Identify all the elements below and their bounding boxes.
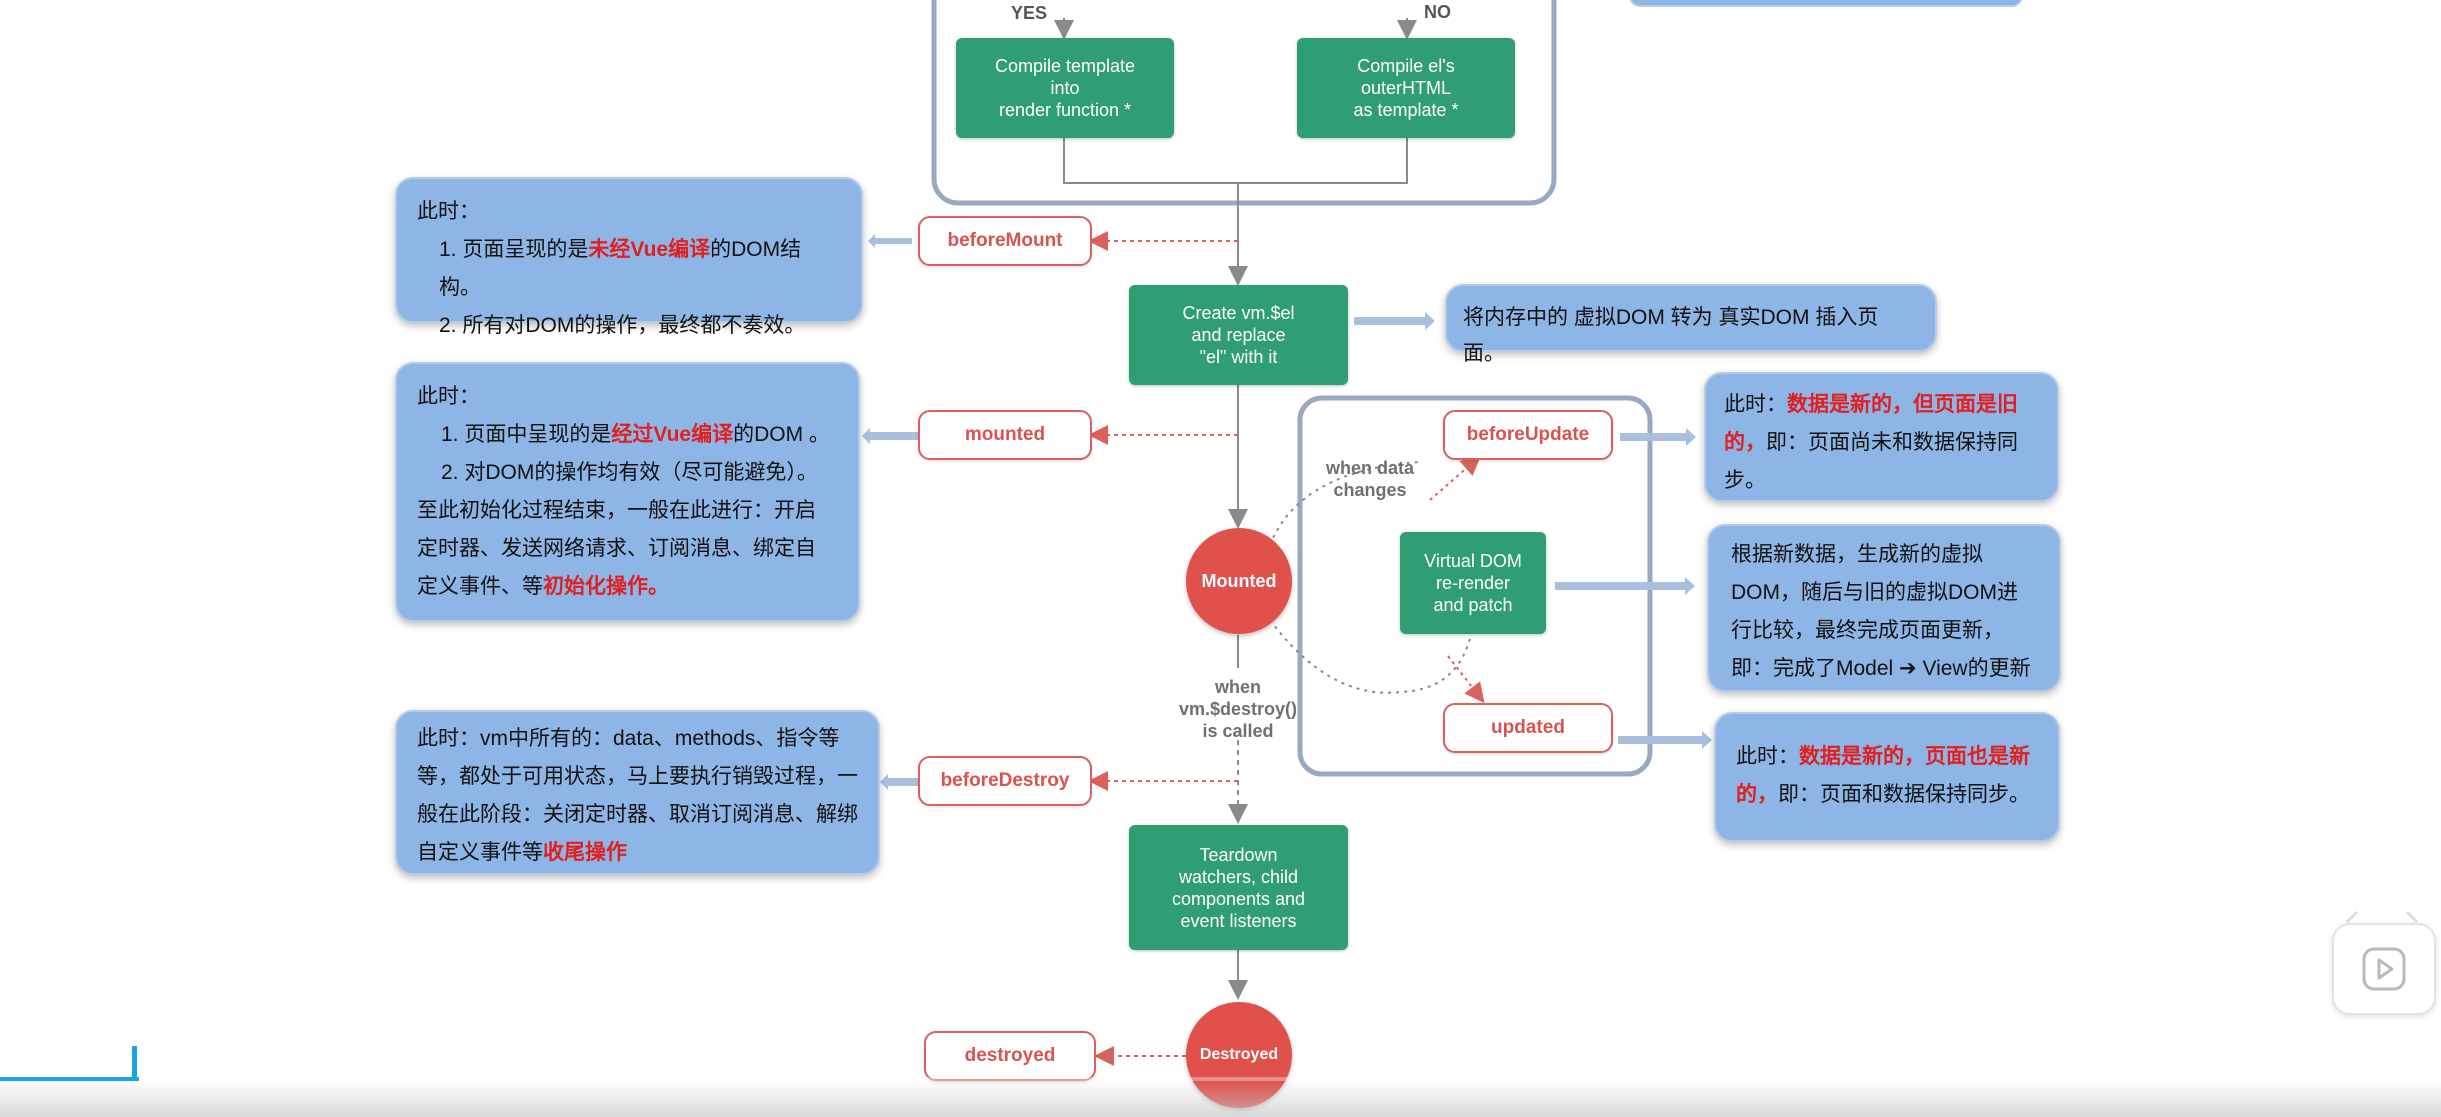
updated-note: 此时：数据是新的，页面也是新的，即：页面和数据保持同步。 — [1714, 712, 2060, 842]
mounted-note-title: 此时： — [417, 385, 480, 408]
compile-el-box: Compile el's outerHTML as template * — [1297, 38, 1515, 138]
before-destroy-note: 此时：vm中所有的：data、methods、指令等等，都处于可用状态，马上要执… — [395, 710, 880, 875]
mounted-hook: mounted — [918, 410, 1092, 460]
before-mount-note-line2: 2. 所有对DOM的操作，最终都不奏效。 — [439, 314, 806, 337]
mounted-note-line5: 定义事件、等初始化操作。 — [417, 575, 669, 598]
before-mount-hook: beforeMount — [918, 216, 1092, 266]
before-mount-note-line1: 1. 页面呈现的是未经Vue编译的DOM结构。 — [439, 238, 802, 299]
progress-handle[interactable] — [132, 1046, 137, 1078]
top-right-note-edge — [1629, 0, 2023, 7]
teardown-box: Teardown watchers, child components and … — [1129, 825, 1348, 950]
mounted-note-line2: 2. 对DOM的操作均有效（尽可能避免）。 — [441, 461, 818, 484]
yes-label: YES — [1011, 3, 1048, 23]
compile-template-box: Compile template into render function * — [956, 38, 1174, 138]
before-mount-note: 此时： 1. 页面呈现的是未经Vue编译的DOM结构。 2. 所有对DOM的操作… — [395, 177, 863, 337]
play-icon — [2362, 947, 2406, 991]
when-data-changes-label: when data changes — [1325, 458, 1414, 500]
play-button-ear-left-icon — [2345, 910, 2369, 924]
virtual-dom-box: Virtual DOM re-render and patch — [1400, 532, 1546, 634]
play-button-ear-right-icon — [2395, 910, 2419, 924]
updated-hook: updated — [1443, 703, 1613, 753]
before-update-note: 此时：数据是新的，但页面是旧的，即：页面尚未和数据保持同步。 — [1704, 372, 2059, 502]
before-update-note-text: 此时：数据是新的，但页面是旧的，即：页面尚未和数据保持同步。 — [1724, 393, 2018, 492]
mounted-circle: Mounted — [1186, 528, 1292, 634]
floating-play-button[interactable] — [2332, 923, 2436, 1015]
before-mount-note-title: 此时： — [417, 200, 480, 223]
updated-note-text: 此时：数据是新的，页面也是新的，即：页面和数据保持同步。 — [1736, 745, 2030, 806]
when-destroy-label: when vm.$destroy() is called — [1178, 677, 1298, 741]
create-el-note: 将内存中的 虚拟DOM 转为 真实DOM 插入页面。 — [1445, 284, 1937, 365]
mounted-note-line1: 1. 页面中呈现的是经过Vue编译的DOM 。 — [441, 423, 830, 446]
before-destroy-hook: beforeDestroy — [918, 756, 1092, 806]
player-controls-bar — [0, 1080, 2441, 1117]
mounted-note: 此时： 1. 页面中呈现的是经过Vue编译的DOM 。 2. 对DOM的操作均有… — [395, 362, 860, 622]
create-el-box: Create vm.$el and replace "el" with it — [1129, 285, 1348, 385]
progress-track[interactable] — [0, 1077, 2441, 1081]
virtual-dom-note: 根据新数据，生成新的虚拟DOM，随后与旧的虚拟DOM进行比较，最终完成页面更新，… — [1707, 524, 2061, 692]
no-label: NO — [1424, 2, 1451, 22]
init-frame — [931, 0, 1557, 206]
before-update-hook: beforeUpdate — [1443, 410, 1613, 460]
destroyed-hook: destroyed — [924, 1031, 1096, 1081]
mounted-note-line4: 定时器、发送网络请求、订阅消息、绑定自 — [417, 537, 816, 560]
before-destroy-note-text: 此时：vm中所有的：data、methods、指令等等，都处于可用状态，马上要执… — [417, 727, 858, 864]
mounted-note-line3: 至此初始化过程结束，一般在此进行：开启 — [417, 499, 816, 522]
progress-fill — [0, 1077, 140, 1081]
